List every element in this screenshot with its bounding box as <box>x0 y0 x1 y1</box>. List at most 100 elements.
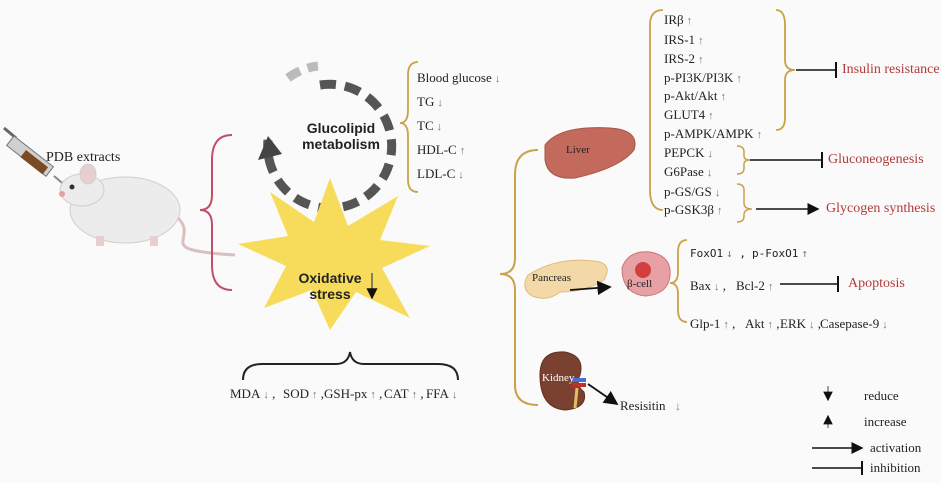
down-arrow-icon: ↓ <box>436 121 443 133</box>
marker-label: Bcl-2 <box>736 278 765 293</box>
marker-tc: TC↓ <box>417 118 442 135</box>
down-arrow-icon: ↓ <box>494 73 501 85</box>
marker-label: FoxO1 <box>690 247 724 260</box>
down-arrow-icon: ↓ <box>714 187 721 199</box>
marker-label: HDL-C <box>417 142 457 157</box>
marker-irs-2: IRS-2↑ <box>664 51 704 68</box>
marker-label: Casepase-9 <box>820 316 880 331</box>
left-bracket <box>199 134 233 291</box>
up-arrow-icon: ↑ <box>716 205 723 217</box>
marker-label: Blood glucose <box>417 70 492 85</box>
up-arrow-icon: ↑ <box>736 73 742 85</box>
oxidative-star <box>238 178 430 330</box>
oxidative-brace <box>242 351 459 381</box>
kidney-label: Kidney <box>542 372 575 384</box>
cycle-icon <box>258 61 397 213</box>
down-arrow-icon: ↓ <box>437 97 443 109</box>
marker-label: p-Akt/Akt <box>664 88 718 103</box>
separator: , <box>417 386 424 401</box>
marker-glut4: GLUT4↑ <box>664 107 714 124</box>
marker-label: LDL-C <box>417 166 456 181</box>
oxidative-title: Oxidative stress <box>298 270 362 302</box>
marker-label: TC <box>417 118 434 133</box>
pdb-extracts-label: PDB extracts <box>46 150 121 165</box>
separator: , <box>317 386 325 401</box>
marker-mda: MDA↓ , <box>230 386 275 403</box>
separator: , <box>728 316 736 331</box>
legend-increase: increase <box>864 414 907 429</box>
marker-label: IRS-1 <box>664 32 696 47</box>
separator: , <box>375 386 383 401</box>
legend-inhibition: inhibition <box>870 460 921 475</box>
down-arrow-icon: ↓ <box>707 148 713 160</box>
down-arrow-icon: ↓ <box>882 319 888 331</box>
organ-bracket <box>499 149 539 406</box>
marker-p-gs-gs: p-GS/GS↓ <box>664 184 720 201</box>
legend-activation: activation <box>870 440 922 455</box>
pancreas-label: Pancreas <box>532 272 572 284</box>
insulin-resistance-label: Insulin resistance <box>842 62 940 77</box>
glycogen-synthesis-label: Glycogen synthesis <box>826 201 936 216</box>
marker-gsh-px: GSH-px↑ , <box>324 386 382 403</box>
marker-label: G6Pase <box>664 164 704 179</box>
up-arrow-icon: ↑ <box>698 54 704 66</box>
marker-irs-1: IRS-1↑ <box>664 32 704 49</box>
gluco-bracket <box>736 145 751 175</box>
marker-label: Akt <box>745 316 765 331</box>
up-arrow-icon: ↑ <box>698 35 704 47</box>
marker-label: SOD <box>283 386 310 401</box>
liver-label: Liver <box>566 144 590 156</box>
marker-sod: SOD↑ , <box>283 386 324 403</box>
marker-p-gsk3-: p-GSK3β↑ <box>664 202 722 219</box>
up-arrow-icon: ↑ <box>411 389 418 401</box>
marker-label: ERK <box>780 316 806 331</box>
down-arrow-icon: ↓ <box>809 319 815 331</box>
beta-cell-label: β-cell <box>627 278 653 290</box>
marker-label: MDA <box>230 386 261 401</box>
up-arrow-icon: ↑ <box>756 129 763 141</box>
up-arrow-icon: ↑ <box>767 319 774 331</box>
separator: , <box>773 316 780 331</box>
marker-akt: Akt↑ , <box>745 316 780 333</box>
marker-hdl-c: HDL-C↑ <box>417 142 465 159</box>
marker-p-pi3k-pi3k: p-PI3K/PI3K↑ <box>664 70 742 87</box>
marker-label: p-GS/GS <box>664 184 712 199</box>
separator: , <box>732 247 746 260</box>
marker-p-foxo1: p-FoxO1↑ <box>752 246 808 262</box>
marker-label: IRβ <box>664 12 684 27</box>
marker-p-akt-akt: p-Akt/Akt↑ <box>664 88 726 105</box>
up-arrow-icon: ↑ <box>459 145 466 157</box>
separator: , <box>719 278 726 293</box>
marker-label: PEPCK <box>664 145 705 160</box>
liver-icon <box>544 127 636 179</box>
resistin-down-arrow-icon: ↓ <box>675 399 681 413</box>
insulin-bracket <box>775 9 796 131</box>
marker-casepase-9: Casepase-9↓ <box>820 316 888 333</box>
marker-label: CAT <box>384 386 409 401</box>
marker-label: Bax <box>690 278 711 293</box>
metabolism-bracket <box>399 61 419 193</box>
marker-tg: TG↓ <box>417 94 443 111</box>
apoptosis-label: Apoptosis <box>848 276 905 291</box>
up-arrow-icon: ↑ <box>720 91 726 103</box>
up-arrow-icon: ↑ <box>370 389 376 401</box>
glucolipid-title: Glucolipid metabolism <box>302 120 380 152</box>
up-arrow-icon: ↑ <box>312 389 318 401</box>
marker-ldl-c: LDL-C↓ <box>417 166 464 183</box>
up-arrow-icon: ↑ <box>708 110 714 122</box>
marker-label: GLUT4 <box>664 107 706 122</box>
down-arrow-icon: ↓ <box>726 247 733 260</box>
glycogen-bracket <box>736 183 753 223</box>
marker-ffa: FFA↓ <box>426 386 457 403</box>
marker-blood-glucose: Blood glucose↓ <box>417 70 500 87</box>
marker-pepck: PEPCK↓ <box>664 145 713 162</box>
up-arrow-icon: ↑ <box>723 319 729 331</box>
down-arrow-icon: ↓ <box>451 389 458 401</box>
down-arrow-icon: ↓ <box>458 169 464 181</box>
gluconeogenesis-label: Gluconeogenesis <box>828 152 924 167</box>
marker-foxo1: FoxO1↓ , <box>690 246 746 262</box>
marker-label: TG <box>417 94 435 109</box>
down-arrow-icon: ↓ <box>706 167 713 179</box>
